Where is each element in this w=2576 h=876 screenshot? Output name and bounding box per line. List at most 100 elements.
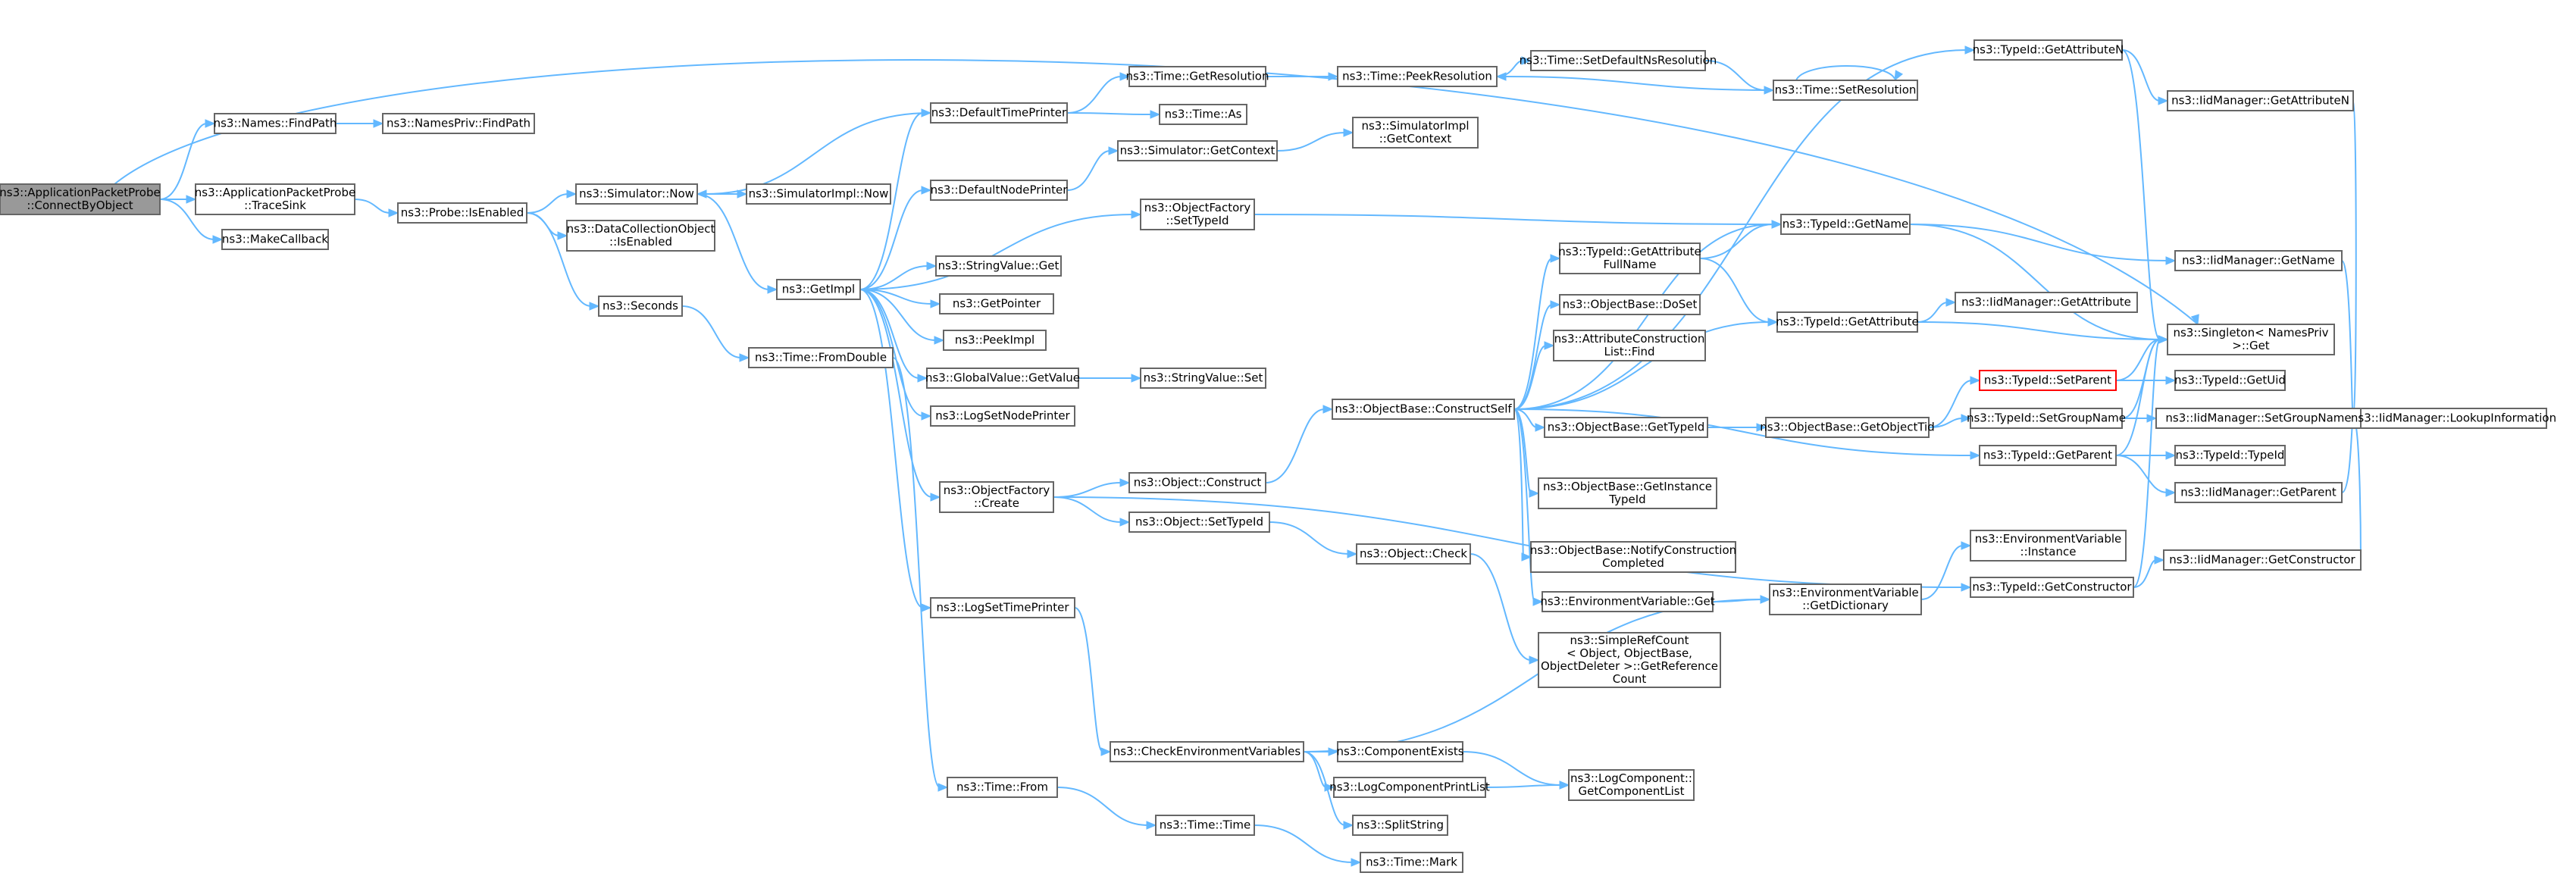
node-getobjecttid[interactable]: ns3::ObjectBase::GetObjectTid <box>1760 417 1935 438</box>
edge-line <box>2115 455 2168 493</box>
node-iidgetattr[interactable]: ns3::IidManager::GetAttribute <box>1955 292 2138 313</box>
node-makecallback[interactable]: ns3::MakeCallback <box>221 229 329 250</box>
node-tidgetname[interactable]: ns3::TypeId::GetName <box>1780 214 1911 235</box>
node-box <box>1538 632 1721 688</box>
node-timemark[interactable]: ns3::Time::Mark <box>1360 852 1463 873</box>
node-timeas[interactable]: ns3::Time::As <box>1159 104 1247 125</box>
node-constructself[interactable]: ns3::ObjectBase::ConstructSelf <box>1332 399 1515 420</box>
node-label: ns3::TypeId::SetGroupName <box>1967 411 2126 425</box>
node-simplerefcount[interactable]: ns3::SimpleRefCount< Object, ObjectBase,… <box>1538 632 1721 688</box>
node-simimplctx[interactable]: ns3::SimulatorImpl::GetContext <box>1352 117 1479 149</box>
node-iidgetattrn[interactable]: ns3::IidManager::GetAttributeN <box>2167 90 2354 111</box>
node-objconstruct[interactable]: ns3::Object::Construct <box>1128 472 1266 493</box>
node-obnotify[interactable]: ns3::ObjectBase::NotifyConstructionCompl… <box>1530 541 1736 573</box>
node-box <box>2174 250 2343 271</box>
node-seconds[interactable]: ns3::Seconds <box>598 296 683 317</box>
node-gettimeres[interactable]: ns3::Time::GetResolution <box>1126 66 1269 87</box>
node-iidgetparent[interactable]: ns3::IidManager::GetParent <box>2174 482 2343 503</box>
node-setdefns[interactable]: ns3::Time::SetDefaultNsResolution <box>1520 50 1717 71</box>
node-iidsetgroup[interactable]: ns3::IidManager::SetGroupName <box>2155 408 2362 429</box>
node-tidgetparent[interactable]: ns3::TypeId::GetParent <box>1979 445 2117 466</box>
node-peekimpl[interactable]: ns3::PeekImpl <box>943 330 1047 351</box>
node-box <box>1159 104 1247 125</box>
call-edge-envgetdict-to-envinstance <box>1920 541 1972 600</box>
node-label: ns3::PeekImpl <box>955 333 1034 347</box>
node-strvalset[interactable]: ns3::StringValue::Set <box>1140 368 1266 389</box>
call-edge-defnodeprinter-to-simgetctx <box>1066 146 1119 191</box>
node-box <box>2360 408 2547 429</box>
node-tidsetparent[interactable]: ns3::TypeId::SetParent <box>1979 370 2117 391</box>
edge-arrowhead <box>767 285 778 294</box>
edge-arrowhead <box>1961 541 1972 550</box>
node-tidgetattrn[interactable]: ns3::TypeId::GetAttributeN <box>1973 39 2124 61</box>
node-tidgetuid[interactable]: ns3::TypeId::GetUid <box>2174 370 2286 391</box>
node-logcompprint[interactable]: ns3::LogComponentPrintList <box>1329 777 1490 798</box>
node-simgetctx[interactable]: ns3::Simulator::GetContext <box>1117 140 1278 161</box>
node-fromdouble[interactable]: ns3::Time::FromDouble <box>748 347 894 368</box>
node-tidgetctor[interactable]: ns3::TypeId::GetConstructor <box>1970 577 2134 598</box>
node-setres[interactable]: ns3::Time::SetResolution <box>1773 80 1918 101</box>
edge-arrowhead <box>1343 821 1354 830</box>
node-simnow[interactable]: ns3::Simulator::Now <box>575 183 698 205</box>
call-edge-timetime-to-timemark <box>1254 824 1362 867</box>
node-isenabled[interactable]: ns3::Probe::IsEnabled <box>397 202 527 224</box>
node-findpath[interactable]: ns3::Names::FindPath <box>214 113 337 134</box>
node-tidsetgroup[interactable]: ns3::TypeId::SetGroupName <box>1967 408 2126 429</box>
node-gvgetvalue[interactable]: ns3::GlobalValue::GetValue <box>925 368 1080 389</box>
node-obdoset[interactable]: ns3::ObjectBase::DoSet <box>1559 294 1701 315</box>
node-label: ns3::ObjectBase::DoSet <box>1563 298 1698 311</box>
node-iidlookup[interactable]: ns3::IidManager::LookupInformation <box>2351 408 2556 429</box>
node-getimpl[interactable]: ns3::GetImpl <box>776 279 861 300</box>
edge-line <box>2133 559 2157 588</box>
edge-line <box>1053 496 1122 523</box>
node-label: ns3::SplitString <box>1357 818 1444 832</box>
node-iidgetctor[interactable]: ns3::IidManager::GetConstructor <box>2163 549 2362 571</box>
node-objcheck[interactable]: ns3::Object::Check <box>1356 543 1471 565</box>
node-strvalget[interactable]: ns3::StringValue::Get <box>935 255 1062 277</box>
node-tidgetattr[interactable]: ns3::TypeId::GetAttribute <box>1776 311 1919 333</box>
edge-line <box>859 112 924 290</box>
node-timefrom[interactable]: ns3::Time::From <box>947 777 1058 798</box>
node-getpointer[interactable]: ns3::GetPointer <box>939 293 1054 314</box>
node-label: ns3::Time::As <box>1165 108 1242 121</box>
node-compexists[interactable]: ns3::ComponentExists <box>1336 741 1464 762</box>
node-tracesink[interactable]: ns3::ApplicationPacketProbe::TraceSink <box>195 183 355 215</box>
edge-line <box>1704 60 1767 91</box>
node-label: ::TraceSink <box>244 199 306 212</box>
node-iidgetname[interactable]: ns3::IidManager::GetName <box>2174 250 2343 271</box>
node-dcoisenabled[interactable]: ns3::DataCollectionObject::IsEnabled <box>566 220 715 252</box>
call-edge-root-to-makecallback <box>159 199 224 244</box>
node-envinstance[interactable]: ns3::EnvironmentVariable::Instance <box>1970 530 2127 562</box>
node-deftimeprinter[interactable]: ns3::DefaultTimePrinter <box>930 102 1068 124</box>
node-splitstring[interactable]: ns3::SplitString <box>1352 815 1448 836</box>
edge-arrowhead <box>917 374 928 383</box>
node-box <box>746 183 891 205</box>
node-logsetnode[interactable]: ns3::LogSetNodePrinter <box>930 405 1075 427</box>
node-getcomplist[interactable]: ns3::LogComponent::GetComponentList <box>1568 769 1695 801</box>
call-edge-setres-to-setres <box>1795 65 1904 82</box>
node-simimplnow[interactable]: ns3::SimulatorImpl::Now <box>746 183 891 205</box>
node-checkenv[interactable]: ns3::CheckEnvironmentVariables <box>1110 741 1304 762</box>
edge-arrowhead <box>1771 220 1783 229</box>
edge-line <box>159 199 215 240</box>
node-defnodeprinter[interactable]: ns3::DefaultNodePrinter <box>930 180 1069 201</box>
node-privfindpath[interactable]: ns3::NamesPriv::FindPath <box>382 113 535 134</box>
edge-arrowhead <box>2165 256 2177 265</box>
node-timetime[interactable]: ns3::Time::Time <box>1155 815 1255 836</box>
node-ofcreate[interactable]: ns3::ObjectFactory::Create <box>939 481 1054 513</box>
node-objsettypeid[interactable]: ns3::Object::SetTypeId <box>1128 512 1270 533</box>
node-singleton[interactable]: ns3::Singleton< NamesPriv>::Get <box>2167 324 2335 355</box>
node-peekres[interactable]: ns3::Time::PeekResolution <box>1337 66 1498 87</box>
node-label: ns3::GetImpl <box>782 283 855 296</box>
node-tidtypeid[interactable]: ns3::TypeId::TypeId <box>2174 445 2286 466</box>
node-envget[interactable]: ns3::EnvironmentVariable::Get <box>1540 591 1715 612</box>
node-obgettypeid[interactable]: ns3::ObjectBase::GetTypeId <box>1544 417 1708 438</box>
call-edge-deftimeprinter-to-gettimeres <box>1066 72 1131 114</box>
call-edge-constructself-to-tidattrfull <box>1513 254 1561 410</box>
node-logsettime[interactable]: ns3::LogSetTimePrinter <box>930 597 1075 618</box>
node-envgetdict[interactable]: ns3::EnvironmentVariable::GetDictionary <box>1769 583 1922 615</box>
node-ofsettypeid[interactable]: ns3::ObjectFactory::SetTypeId <box>1140 199 1255 230</box>
